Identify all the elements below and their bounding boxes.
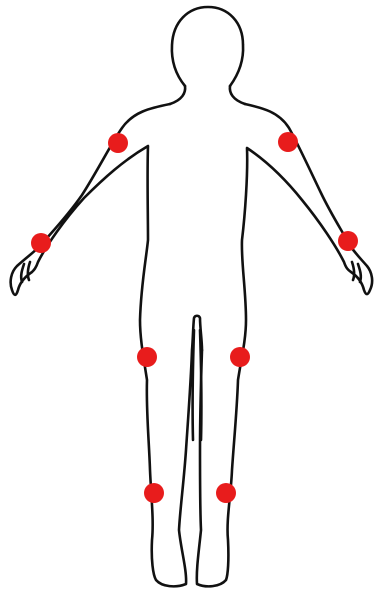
- marker-left-ankle: [144, 483, 164, 503]
- inner-leg-detail: [193, 330, 202, 440]
- right-hand-detail: [352, 262, 361, 282]
- neck-outline: [170, 86, 185, 104]
- marker-right-ankle: [216, 483, 236, 503]
- marker-right-wrist: [338, 231, 358, 251]
- marker-left-shoulder: [108, 133, 128, 153]
- marker-left-wrist: [31, 233, 51, 253]
- right-body-outline: [197, 104, 372, 586]
- left-body-outline: [11, 104, 202, 586]
- head-outline: [172, 7, 243, 86]
- marker-right-hip: [230, 347, 250, 367]
- neck-outline-right: [230, 86, 245, 104]
- marker-left-hip: [137, 347, 157, 367]
- marker-right-shoulder: [278, 132, 298, 152]
